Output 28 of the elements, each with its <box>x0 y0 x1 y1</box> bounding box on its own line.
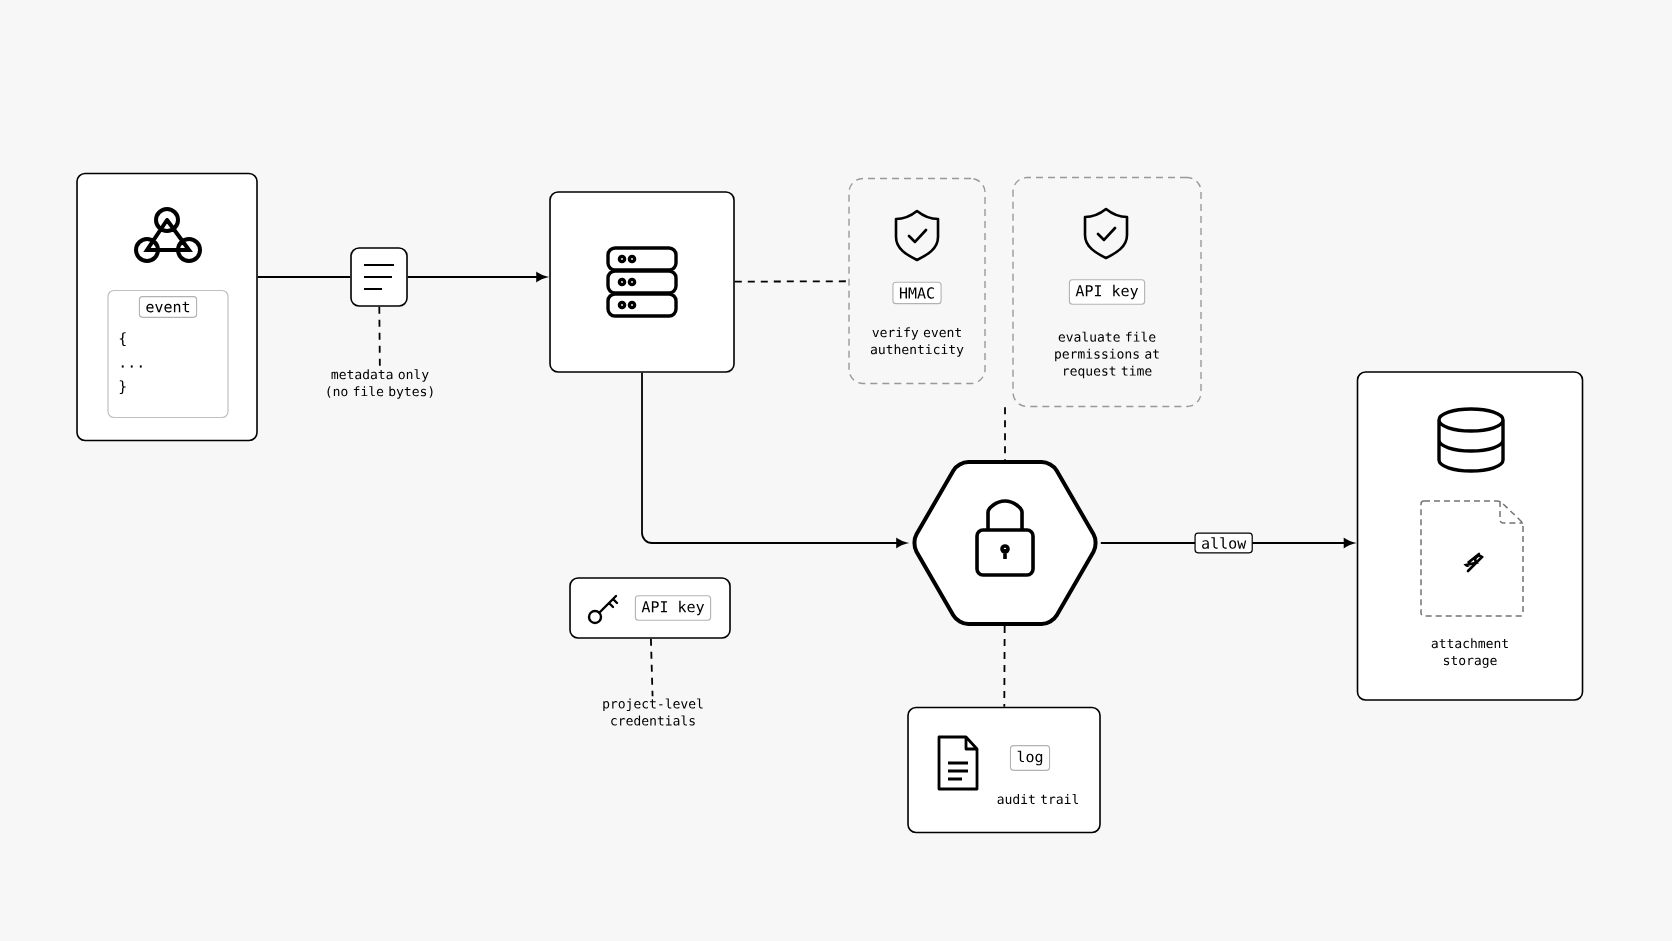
check-card <box>848 177 986 385</box>
description-text: evaluate file permissions at request time <box>1055 331 1159 379</box>
arrow <box>641 371 907 548</box>
connector-line <box>378 305 381 368</box>
description-text: verify event authenticity <box>870 327 964 357</box>
connector-line <box>650 637 654 698</box>
arrow <box>406 272 547 282</box>
connector-line <box>1004 406 1006 461</box>
storage-box <box>1356 371 1584 701</box>
lock-hexagon <box>912 460 1098 626</box>
audit-box <box>907 706 1101 834</box>
tag-label: event <box>138 296 198 318</box>
server-box <box>549 191 735 373</box>
description-text: audit trail <box>997 793 1079 805</box>
code-text: { ... } <box>119 332 142 395</box>
note-text: project-level credentials <box>603 698 703 726</box>
document-box <box>350 247 408 307</box>
tag-label: API key <box>634 595 712 621</box>
connector-line <box>1003 625 1006 708</box>
connector-line <box>256 276 352 278</box>
note-text: metadata only (no file bytes) <box>327 369 433 399</box>
tag-label: HMAC <box>892 281 942 305</box>
edge-label: allow <box>1194 532 1253 554</box>
payload-box <box>107 289 229 419</box>
check-card <box>1012 176 1202 408</box>
tag-label: API key <box>1068 279 1146 305</box>
description-text: attachment storage <box>1431 638 1508 668</box>
tag-label: log <box>1009 745 1051 771</box>
